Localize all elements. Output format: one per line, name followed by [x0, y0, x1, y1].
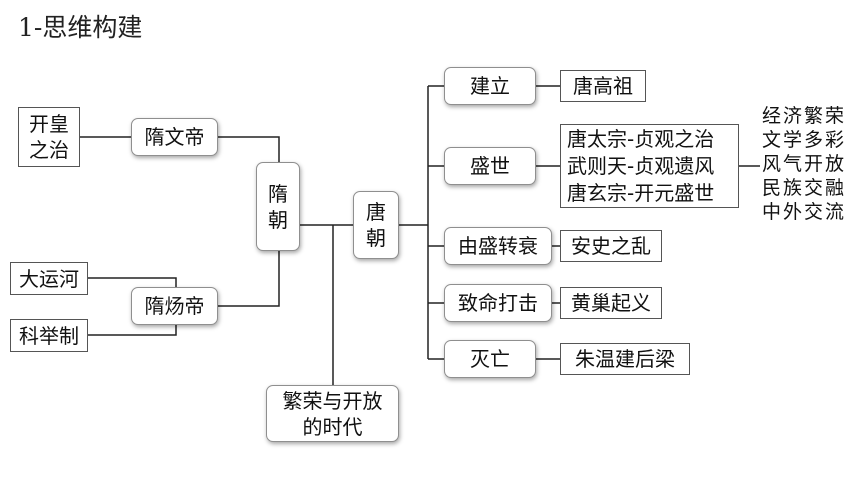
- detail-anshi-box: 安史之乱: [560, 230, 662, 262]
- achievement-line: 开皇: [29, 112, 69, 136]
- feature-item: 经济繁荣: [762, 105, 847, 127]
- prosperity-detail-line: 武则天-贞观遗风: [567, 153, 715, 178]
- prosperity-features-list: 经济繁荣 文学多彩 风气开放 民族交融 中外交流: [762, 104, 846, 224]
- imperial-exam-box: 科举制: [10, 319, 88, 352]
- sui-dynasty-node: 隋 朝: [256, 162, 300, 251]
- stage-decline-node: 由盛转衰: [444, 227, 552, 265]
- stage-fatal-blow-node: 致命打击: [444, 284, 552, 322]
- sui-yangdi-node: 隋炀帝: [131, 287, 218, 325]
- tang-char: 朝: [366, 226, 386, 250]
- achievement-line: 之治: [29, 138, 69, 162]
- stage-prosperity-node: 盛世: [444, 147, 536, 185]
- stage-founding-node: 建立: [444, 67, 536, 105]
- feature-item: 风气开放: [762, 153, 847, 175]
- feature-item: 民族交融: [762, 177, 847, 199]
- kaihuang-zhizhi-box: 开皇 之治: [18, 107, 80, 167]
- feature-item: 中外交流: [762, 201, 847, 223]
- era-node: 繁荣与开放 的时代: [266, 385, 399, 442]
- sui-wendi-node: 隋文帝: [131, 118, 218, 156]
- stage-fall-node: 灭亡: [444, 340, 536, 378]
- era-line: 繁荣与开放: [282, 388, 383, 413]
- tang-dynasty-node: 唐 朝: [353, 191, 399, 259]
- era-line: 的时代: [302, 414, 363, 439]
- sui-char: 隋: [268, 181, 288, 206]
- detail-prosperity-box: 唐太宗-贞观之治 武则天-贞观遗风 唐玄宗-开元盛世: [560, 124, 739, 208]
- tang-char: 唐: [366, 200, 386, 224]
- detail-zhuwen-box: 朱温建后梁: [560, 343, 690, 375]
- sui-char: 朝: [268, 207, 288, 232]
- feature-item: 文学多彩: [762, 129, 847, 151]
- grand-canal-box: 大运河: [10, 262, 88, 295]
- detail-huangchao-box: 黄巢起义: [560, 287, 662, 319]
- prosperity-detail-line: 唐玄宗-开元盛世: [567, 180, 715, 205]
- detail-gaozu-box: 唐高祖: [560, 70, 646, 102]
- page-title: 1-思维构建: [18, 13, 143, 42]
- prosperity-detail-line: 唐太宗-贞观之治: [567, 126, 715, 151]
